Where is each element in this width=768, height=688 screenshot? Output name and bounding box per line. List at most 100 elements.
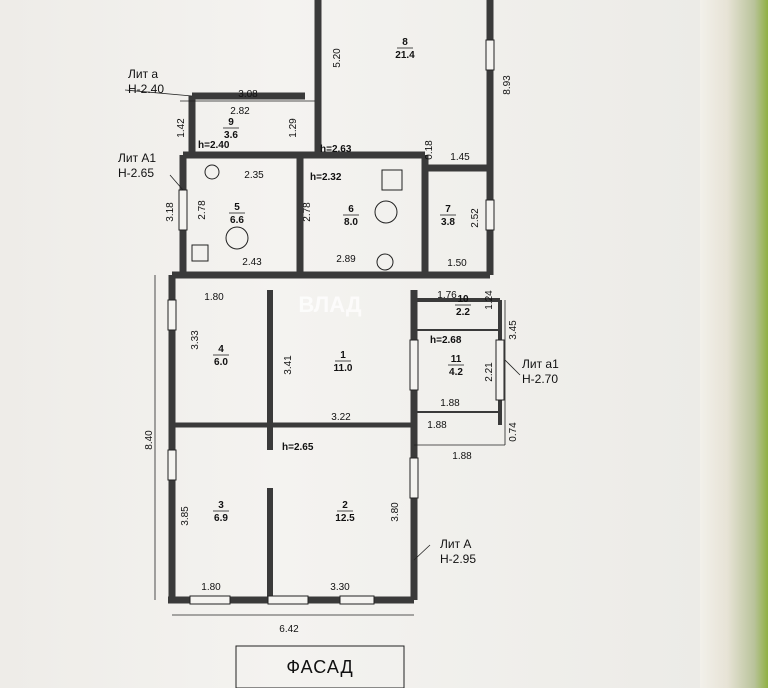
ceiling-height: h=2.63: [320, 144, 352, 155]
facade-label: ФАСАД: [286, 657, 353, 677]
dimension-value: 0.74: [508, 422, 519, 442]
dimension-value: 1.88: [427, 420, 447, 431]
room-area: 11.0: [334, 363, 353, 374]
dimension-value: 6.42: [279, 624, 299, 635]
dimension-value: 3.18: [165, 202, 176, 222]
dimension-value: 2.35: [244, 170, 264, 181]
window: [167, 299, 177, 331]
sink-icon: [204, 164, 220, 180]
dim-line: [169, 174, 184, 191]
walls: [168, 0, 502, 604]
room-area: 3.6: [224, 130, 238, 141]
ceiling-height: h=2.32: [310, 172, 342, 183]
dim-line: [124, 89, 193, 97]
room-number: 3: [218, 500, 224, 511]
facade-box: [235, 645, 405, 688]
dimension-value: 2.78: [197, 200, 208, 220]
room-area: 6.9: [214, 513, 228, 524]
room-area: 4.2: [449, 367, 463, 378]
room-number: 11: [451, 354, 462, 365]
room-area: 8.0: [344, 217, 358, 228]
dimension-value: 3.08: [238, 89, 258, 100]
dimension-value: 8.40: [144, 430, 155, 450]
dimension-value: 5.20: [332, 48, 343, 68]
ceiling-height: h=2.68: [430, 335, 462, 346]
litera-name: Лит а: [128, 67, 158, 81]
dimension-value: 2.52: [470, 208, 481, 228]
litera-name: Лит А1: [118, 151, 156, 165]
heater-symbol: [225, 226, 249, 250]
dimension-value: 1.80: [201, 582, 221, 593]
room-labels: 1 11.0 2 12.5 3 6.9 4 6.0 5 6.6 6 8.0 7 3.8 8 21.4 9 3.6 1…: [213, 37, 471, 524]
room-number: 7: [445, 204, 451, 215]
sink-icon: [376, 253, 394, 271]
room-area: 6.6: [230, 215, 244, 226]
room-area: 3.8: [441, 217, 455, 228]
litera-height: H-2.95: [440, 552, 476, 566]
dimension-value: 1.80: [204, 292, 224, 303]
room-area: 2.2: [456, 307, 470, 318]
dimension-value: 3.22: [331, 412, 351, 423]
dimension-value: 2.21: [484, 362, 495, 382]
dim-line: [413, 544, 431, 561]
dimension-value: 3.85: [180, 506, 191, 526]
dimension-value: 2.78: [302, 202, 313, 222]
windows: [167, 39, 505, 605]
dimension-value: 1.24: [484, 290, 495, 310]
heater-symbol: [374, 200, 398, 224]
stove-icon: [191, 244, 209, 262]
dimension-value: 2.82: [230, 106, 250, 117]
window: [409, 339, 419, 391]
fixtures: [191, 164, 403, 271]
watermark: ВЛАД: [298, 292, 361, 317]
dimension-value: 1.88: [452, 451, 472, 462]
window: [339, 595, 375, 605]
room-area: 21.4: [395, 50, 415, 61]
dimension-value: 1.88: [440, 398, 460, 409]
litera-height: H-2.65: [118, 166, 154, 180]
dimension-value: 1.45: [450, 152, 470, 163]
dimension-value: 2.89: [336, 254, 356, 265]
window: [409, 457, 419, 499]
dimension-value: 0.18: [424, 140, 435, 160]
dimension-value: 3.80: [390, 502, 401, 522]
dimension-value: 1.76: [437, 290, 457, 301]
dimension-value: 1.50: [447, 258, 467, 269]
ceiling-height: h=2.40: [198, 140, 230, 151]
litera-height: H-2.40: [128, 82, 164, 96]
room-number: 6: [348, 204, 354, 215]
stove-icon: [381, 169, 403, 191]
room-area: 6.0: [214, 357, 228, 368]
room-number: 9: [228, 117, 234, 128]
ceiling-height: h=2.65: [282, 442, 314, 453]
litera-name: Лит а1: [522, 357, 559, 371]
window: [485, 199, 495, 231]
room-number: 1: [340, 350, 346, 361]
window: [495, 339, 505, 401]
dimension-value: 1.29: [288, 118, 299, 138]
dim-line: [504, 359, 521, 376]
dimension-value: 3.41: [283, 355, 294, 375]
window: [178, 189, 188, 231]
room-number: 10: [457, 294, 469, 305]
window: [189, 595, 231, 605]
plan-sheet: [0, 0, 700, 688]
ceiling-height-labels: h=2.40 h=2.63 h=2.32 h=2.68 h=2.65: [198, 140, 462, 453]
room-number: 5: [234, 202, 240, 213]
room-area: 12.5: [335, 513, 355, 524]
dimension-value: 2.43: [242, 257, 262, 268]
litera-name: Лит А: [440, 537, 471, 551]
room-number: 4: [218, 344, 224, 355]
window: [267, 595, 309, 605]
dimension-value: 3.45: [508, 320, 519, 340]
room-number: 2: [342, 500, 348, 511]
dimension-value: 3.33: [190, 330, 201, 350]
dimension-lines: [124, 89, 521, 616]
window: [485, 39, 495, 71]
dimension-value: 1.42: [176, 118, 187, 138]
room-number: 8: [402, 37, 408, 48]
background-edge: [700, 0, 768, 688]
